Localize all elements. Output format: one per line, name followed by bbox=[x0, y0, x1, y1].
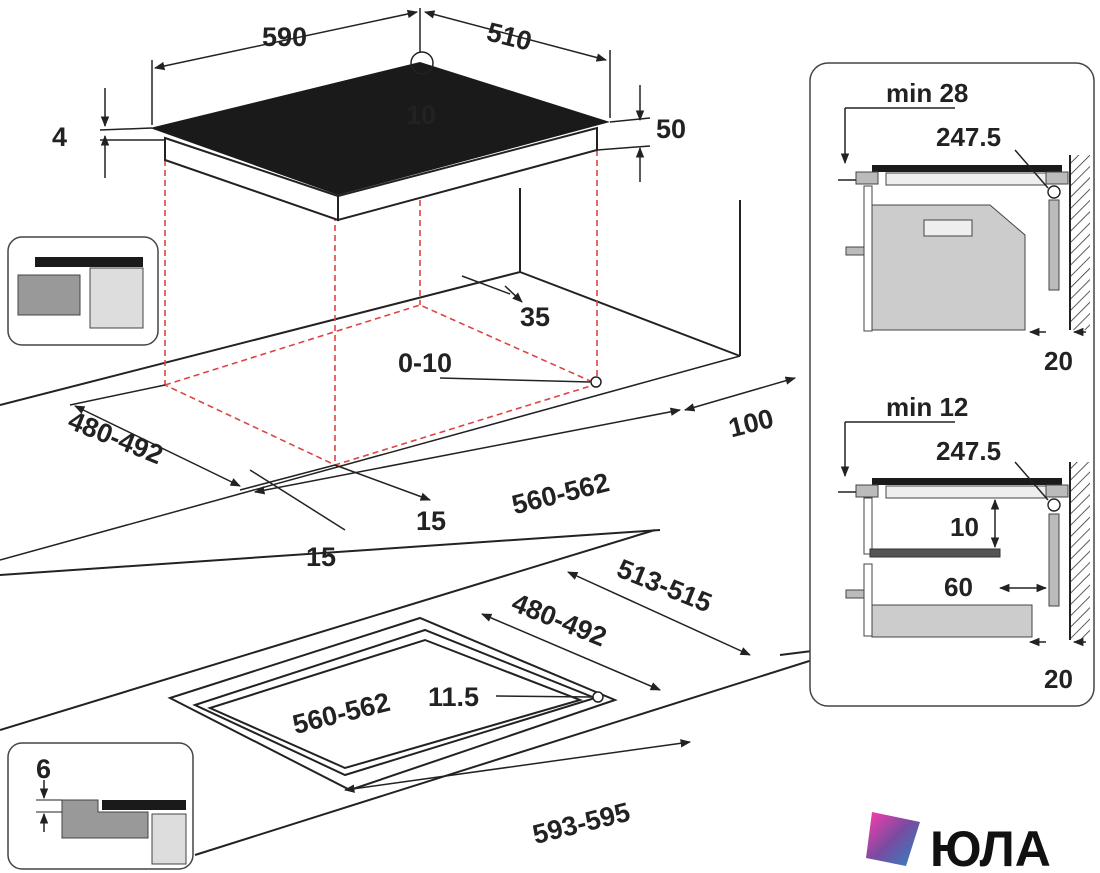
side-section-upper bbox=[838, 107, 1090, 337]
label-upper-min: min 28 bbox=[886, 78, 968, 108]
label-corner-radius: 10 bbox=[406, 100, 436, 130]
brand-mark-icon bbox=[866, 812, 920, 866]
brand-logo: ЮЛА bbox=[866, 812, 1051, 873]
label-flush-cutout-width: 560-562 bbox=[290, 687, 393, 740]
label-min-rear-distance: 35 bbox=[520, 302, 550, 332]
label-corner-offset: 0-10 bbox=[398, 348, 452, 378]
label-cutout-width: 560-562 bbox=[509, 467, 612, 520]
label-rebate-depth: 6 bbox=[36, 754, 51, 784]
label-cutout-depth: 480-492 bbox=[64, 405, 167, 470]
side-panel: min 28 247.5 20 bbox=[809, 62, 1095, 707]
label-offset-a: 15 bbox=[306, 542, 336, 572]
inset-surface-mount bbox=[7, 236, 159, 346]
hob-unit bbox=[150, 51, 610, 222]
label-lower-depth-gap: 60 bbox=[944, 572, 973, 602]
label-lower-min: min 12 bbox=[886, 392, 968, 422]
label-outer-width: 593-595 bbox=[530, 797, 633, 850]
label-front-distance: 100 bbox=[726, 403, 777, 443]
label-upper-gap: 247.5 bbox=[936, 122, 1001, 152]
label-lower-gap: 247.5 bbox=[936, 436, 1001, 466]
label-outer-depth: 513-515 bbox=[613, 553, 716, 618]
label-offset-b: 15 bbox=[416, 506, 446, 536]
label-hob-height: 50 bbox=[656, 114, 686, 144]
label-hob-depth: 510 bbox=[484, 17, 535, 57]
brand-name: ЮЛА bbox=[930, 821, 1051, 873]
label-glass-thickness: 4 bbox=[52, 122, 67, 152]
label-upper-wall-gap: 20 bbox=[1044, 346, 1073, 376]
label-lower-vertical-gap: 10 bbox=[950, 512, 979, 542]
label-hob-width: 590 bbox=[262, 22, 307, 52]
label-lower-wall-gap: 20 bbox=[1044, 664, 1073, 694]
label-flush-cutout-depth: 480-492 bbox=[508, 588, 611, 653]
flush-dimensions bbox=[343, 571, 751, 793]
top-dimensions bbox=[69, 8, 797, 531]
inset-flush-mount bbox=[7, 742, 194, 870]
side-section-lower bbox=[838, 421, 1090, 647]
label-flush-corner-radius: 11.5 bbox=[428, 682, 479, 712]
